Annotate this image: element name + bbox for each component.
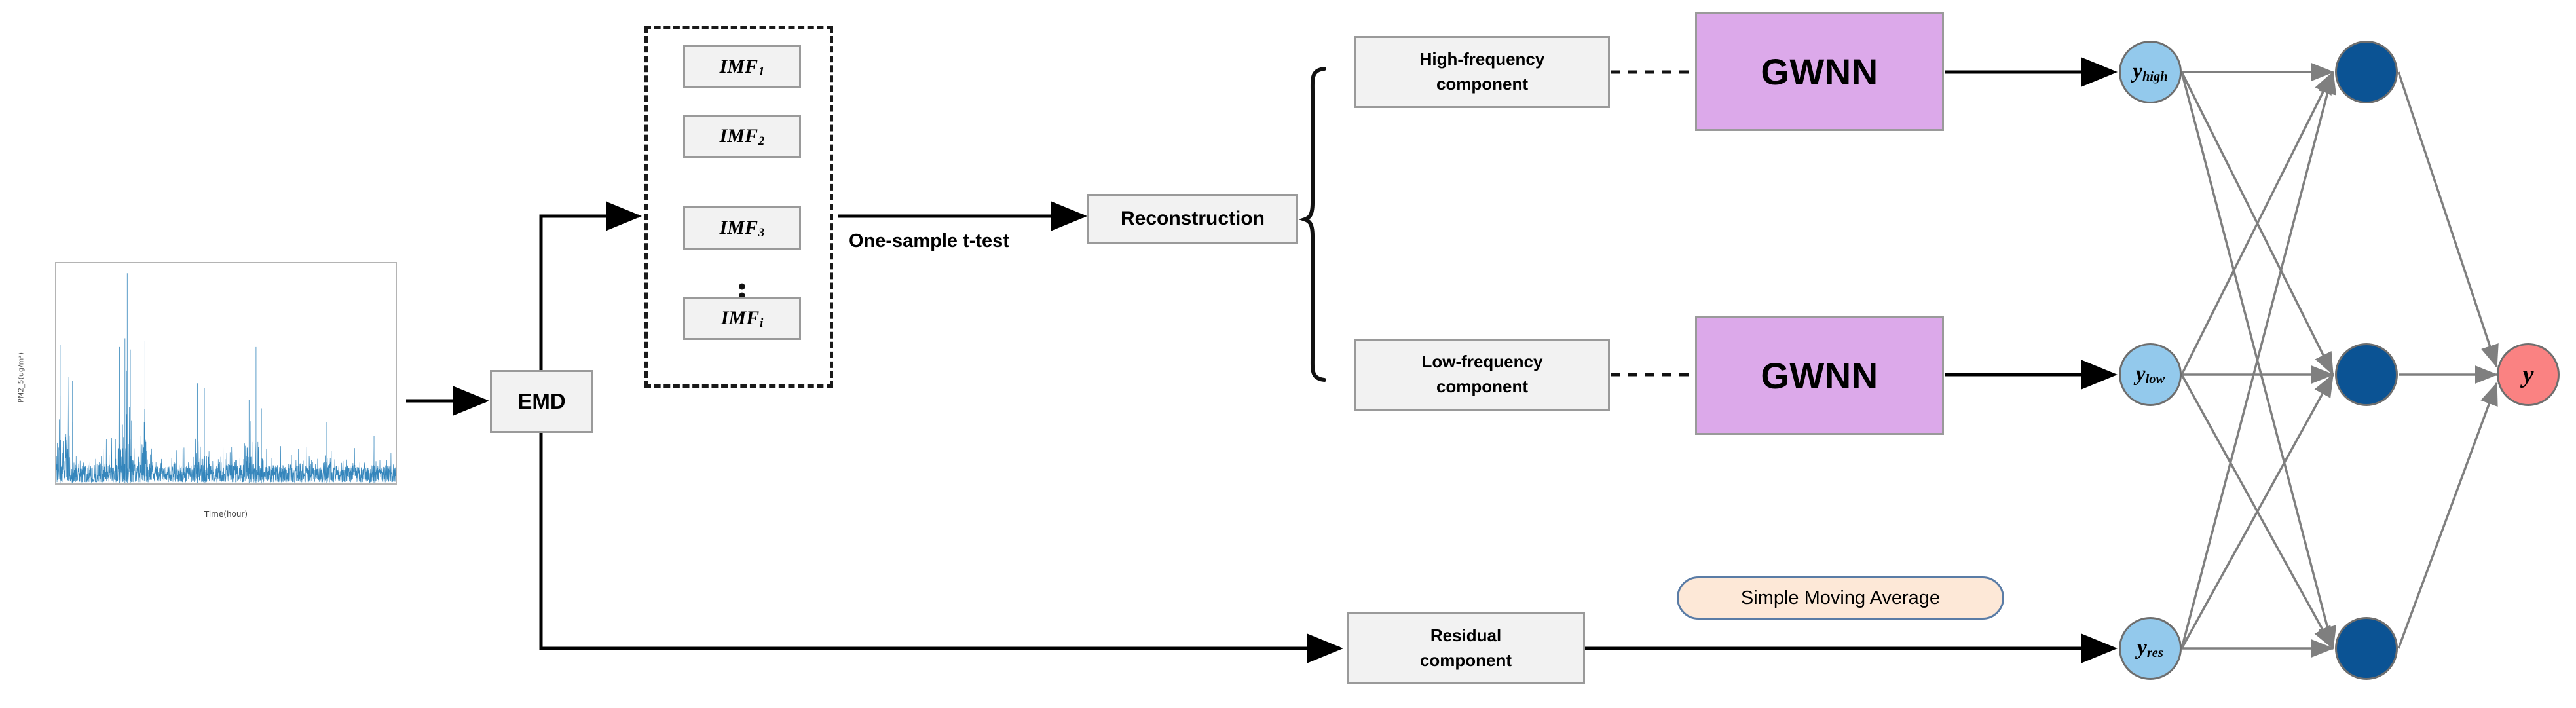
imf-box-i[interactable]: IMFi (683, 297, 801, 340)
high-frequency-line-2: component (1436, 74, 1529, 94)
chart-ytick-mark (55, 334, 56, 335)
residual-line-2: component (1419, 650, 1512, 670)
chart-xtick-mark (289, 483, 290, 485)
wire-ylow-h3 (2180, 374, 2334, 650)
imf-2-label: IMF2 (719, 124, 765, 149)
gwnn-low-label: GWNN (1761, 354, 1878, 396)
imf-1-label: IMF1 (719, 55, 765, 79)
node-y-output[interactable]: y (2497, 343, 2560, 406)
gwnn-low-box[interactable]: GWNN (1695, 316, 1944, 435)
emd-box[interactable]: EMD (490, 370, 593, 433)
reconstruction-box[interactable]: Reconstruction (1087, 194, 1298, 244)
chart-xtick-mark (56, 483, 57, 485)
arrow-emd-to-imf (539, 201, 642, 370)
chart-xtick-mark (134, 483, 135, 485)
chart-line-pm25 (56, 370, 396, 483)
node-y-low[interactable]: ylow (2119, 343, 2182, 406)
node-y-low-label: ylow (2135, 362, 2165, 387)
reconstruction-label: Reconstruction (1120, 208, 1265, 230)
imf-3-label: IMF3 (719, 216, 765, 240)
chart-xtick-mark (367, 483, 368, 485)
node-y-output-label: y (2522, 361, 2534, 388)
node-y-high-label: yhigh (2133, 59, 2168, 84)
low-frequency-line-2: component (1436, 377, 1529, 396)
one-sample-ttest-label: One-sample t-test (849, 231, 1009, 252)
wire-ylow-h1 (2180, 71, 2334, 375)
imf-group-container: IMF1 IMF2 IMF3 ••• IMFi (644, 26, 833, 388)
high-frequency-component-box[interactable]: High-frequency component (1354, 36, 1610, 108)
wire-h3-out (2397, 382, 2498, 649)
imf-i-label: IMFi (720, 307, 764, 331)
wire-yres-h2 (2180, 373, 2334, 649)
node-y-res-label: yres (2137, 635, 2163, 661)
gwnn-high-label: GWNN (1761, 50, 1878, 92)
node-hidden-1[interactable] (2335, 41, 2398, 103)
wire-yhigh-h2 (2180, 71, 2334, 376)
chart-plot-area: 0200400600800010000200003000040000 (55, 262, 397, 485)
residual-line-1: Residual (1430, 625, 1502, 646)
brace-reconstruction-split (1298, 67, 1326, 382)
pm25-input-chart: PM2_5(ug/m³) 020040060080001000020000300… (17, 262, 397, 524)
node-y-res[interactable]: yres (2119, 617, 2182, 680)
chart-x-axis-label: Time(hour) (204, 510, 248, 519)
low-frequency-component-box[interactable]: Low-frequency component (1354, 339, 1610, 411)
node-hidden-2[interactable] (2335, 343, 2398, 406)
low-frequency-line-1: Low-frequency (1421, 352, 1543, 372)
high-frequency-line-1: High-frequency (1419, 49, 1545, 69)
emd-label: EMD (517, 389, 566, 414)
wire-yhigh-h3 (2180, 71, 2337, 650)
node-y-high[interactable]: yhigh (2119, 41, 2182, 103)
imf-box-2[interactable]: IMF2 (683, 115, 801, 158)
wire-yres-h1 (2180, 71, 2337, 649)
simple-moving-average-label: Simple Moving Average (1740, 587, 1941, 608)
node-hidden-3[interactable] (2335, 617, 2398, 680)
gwnn-high-box[interactable]: GWNN (1695, 12, 1944, 131)
wire-h1-out (2397, 71, 2499, 368)
arrow-emd-to-residual (539, 432, 1343, 663)
chart-series-pm25 (56, 273, 396, 483)
imf-box-3[interactable]: IMF3 (683, 206, 801, 250)
simple-moving-average-pill[interactable]: Simple Moving Average (1677, 576, 2004, 620)
chart-ytick-mark (55, 384, 56, 385)
chart-y-axis-label: PM2_5(ug/m³) (16, 352, 26, 403)
residual-component-box[interactable]: Residual component (1347, 612, 1585, 684)
imf-box-1[interactable]: IMF1 (683, 45, 801, 88)
